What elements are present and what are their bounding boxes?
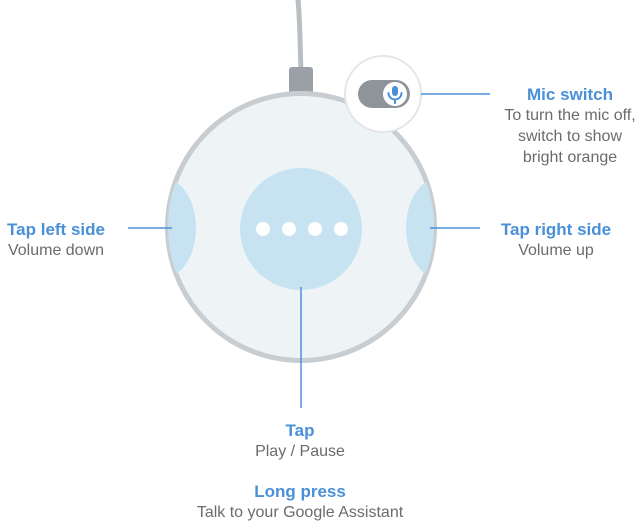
tap-right-desc: Volume up xyxy=(518,242,594,259)
tap-title: Tap xyxy=(285,421,315,440)
right-touch-zone[interactable] xyxy=(406,178,472,278)
tap-right-title: Tap right side xyxy=(500,220,612,239)
center-touch-zone[interactable] xyxy=(240,168,362,290)
tap-label: Tap Play / Pause xyxy=(200,420,400,462)
long-press-title: Long press xyxy=(254,482,346,501)
tap-left-desc: Volume down xyxy=(7,242,105,259)
tap-desc: Play / Pause xyxy=(255,443,345,460)
mic-switch-desc-line-2: switch to show xyxy=(517,128,623,145)
mic-switch-title: Mic switch xyxy=(527,85,613,104)
mic-switch-desc-line-3: bright orange xyxy=(522,149,618,166)
led-dots xyxy=(256,222,348,236)
tap-right-label: Tap right side Volume up xyxy=(488,219,624,261)
microphone-icon xyxy=(387,86,403,104)
mic-switch-label: Mic switch To turn the mic off, switch t… xyxy=(496,84,638,168)
long-press-label: Long press Talk to your Google Assistant xyxy=(150,481,450,523)
cable-connector xyxy=(289,67,313,97)
tap-left-label: Tap left side Volume down xyxy=(0,219,118,261)
mic-switch-desc-line-1: To turn the mic off, xyxy=(504,107,636,124)
power-cable xyxy=(295,0,304,75)
tap-left-title: Tap left side xyxy=(7,220,105,239)
long-press-desc: Talk to your Google Assistant xyxy=(196,504,404,521)
left-touch-zone[interactable] xyxy=(130,178,196,278)
